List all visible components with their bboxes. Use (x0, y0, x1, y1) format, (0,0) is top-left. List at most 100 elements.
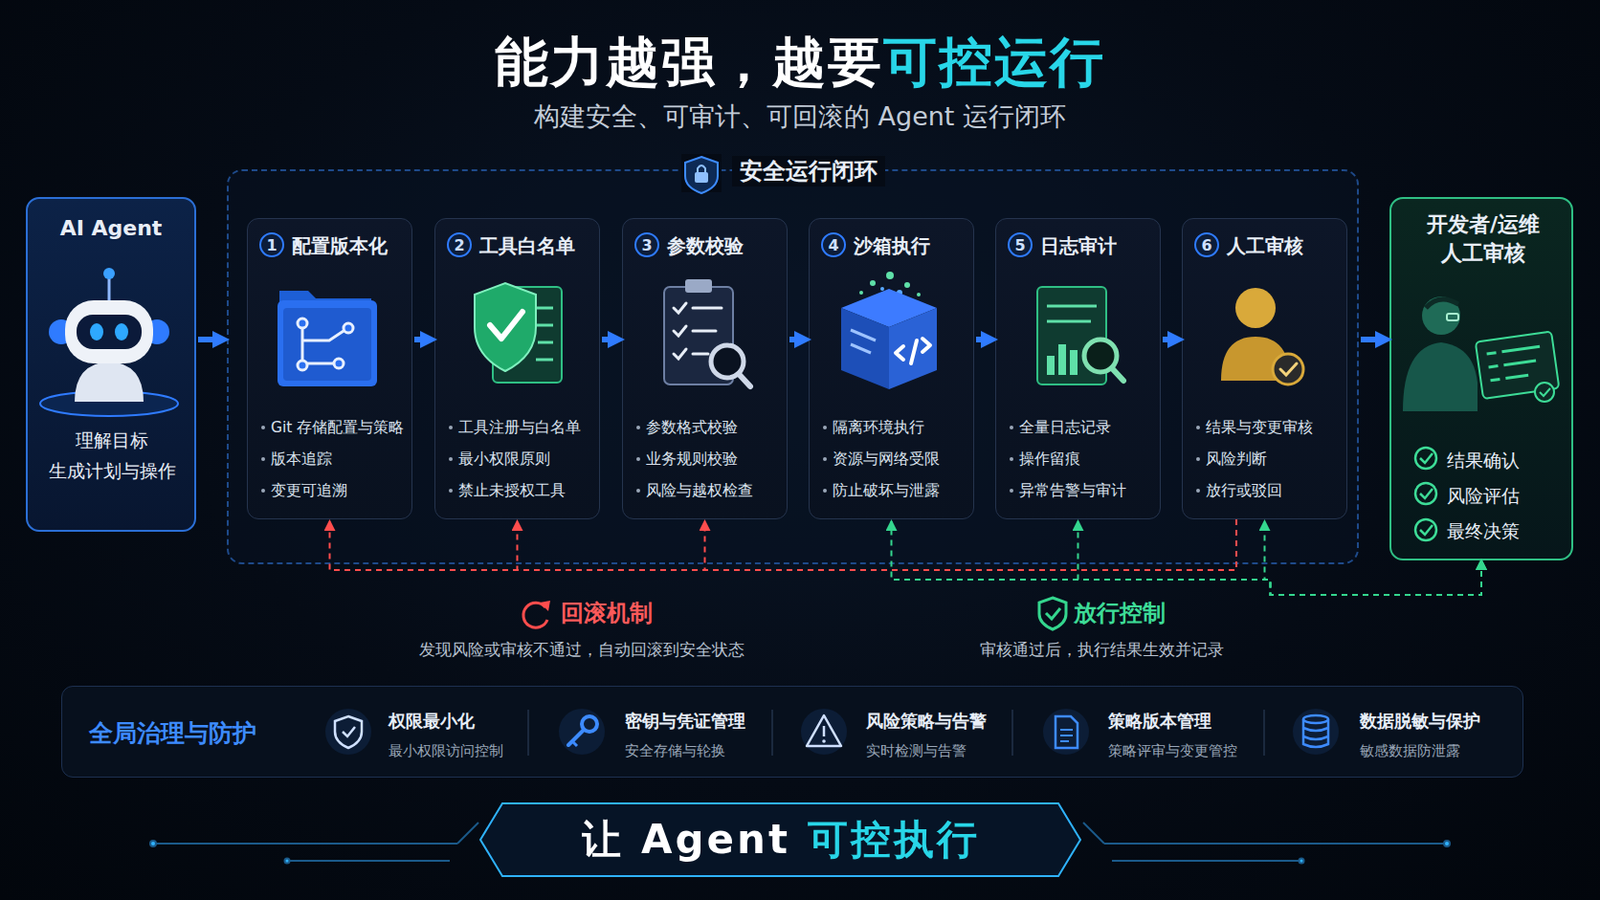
governance-icons (325, 709, 1339, 756)
step-card: 2 工具白名单工具注册与白名单最小权限原则禁止未授权工具 (434, 218, 600, 520)
step-bullet: 风险与越权检查 (645, 481, 754, 501)
step-bullet: Git 存储配置与策略 (270, 418, 404, 438)
node-text: 全局治理与防护 (88, 717, 257, 750)
step-number: 4 (821, 232, 846, 258)
step-title: 工具白名单 (479, 232, 576, 260)
reviewer-icon (1221, 288, 1304, 385)
node-text: 实时检测与告警 (866, 742, 967, 761)
node-text: 风险评估 (1446, 484, 1520, 508)
node-text: 让 Agent 可控执行 (580, 813, 979, 867)
diagram-title: 能力越强，越要可控运行 (494, 26, 1106, 100)
clipboard-icon (664, 279, 751, 387)
step-bullet: 操作留痕 (1019, 449, 1081, 469)
step-bullet: 全量日志记录 (1019, 418, 1112, 438)
bullet-dot (1196, 425, 1200, 430)
connector (198, 336, 222, 343)
folder-icon (277, 290, 378, 387)
bullet-dot (448, 425, 453, 430)
step-bullet: 风险判断 (1205, 449, 1267, 469)
step-number: 2 (446, 232, 472, 258)
step-number: 6 (1194, 232, 1220, 258)
step-bullet: 工具注册与白名单 (458, 418, 581, 438)
step-bullet: 隔离环境执行 (832, 418, 925, 438)
step-number: 5 (1007, 232, 1033, 258)
node-text: 结果确认 (1446, 448, 1520, 472)
sandbox-icon (841, 271, 937, 390)
robot-icon (40, 267, 178, 417)
bullet-dot (636, 457, 641, 462)
node-text: 密钥与凭证管理 (624, 710, 746, 734)
step-bullet: 放行或驳回 (1205, 481, 1283, 501)
release-icon (1039, 598, 1067, 630)
step-bullet: 结果与变更审核 (1205, 418, 1313, 438)
bullet-dot (261, 425, 266, 430)
node-text: 敏感数据防泄露 (1359, 742, 1461, 761)
slogan-banner: 让 Agent 可控执行 (479, 802, 1082, 878)
step-bullet: 防止破坏与泄露 (832, 481, 940, 501)
audit-icon (1037, 287, 1124, 385)
node-text: 理解目标 生成计划与操作 (35, 424, 189, 487)
bullet-dot (1009, 457, 1014, 462)
step-title: 日志审计 (1040, 232, 1117, 260)
node-text: 策略评审与变更管控 (1108, 742, 1238, 761)
bullet-dot (822, 425, 827, 430)
node-text: 最终决策 (1446, 519, 1520, 543)
step-bullet: 参数格式校验 (645, 418, 738, 438)
bullet-dot (822, 488, 827, 493)
bullet-dot (1009, 488, 1014, 493)
step-title: 参数校验 (666, 232, 744, 260)
step-card: 5 日志审计全量日志记录操作留痕异常告警与审计 (995, 218, 1161, 520)
node-text: 策略版本管理 (1108, 710, 1212, 734)
node-text: AI Agent (27, 216, 195, 241)
step-title: 沙箱执行 (853, 232, 931, 260)
step-number: 1 (259, 232, 285, 258)
node-text: 风险策略与告警 (866, 710, 987, 734)
operator-icon (1402, 296, 1559, 412)
human-review-box: 开发者/运维 人工审核结果确认风险评估最终决策 (1389, 197, 1574, 561)
bullet-dot (448, 488, 453, 493)
step-bullet: 资源与网络受限 (832, 449, 940, 469)
step-title: 人工审核 (1226, 232, 1304, 260)
rollback-icon (523, 600, 551, 628)
step-title: 配置版本化 (291, 232, 388, 260)
node-text: 权限最小化 (388, 710, 475, 734)
step-bullet: 禁止未授权工具 (458, 481, 566, 501)
bullet-dot (636, 425, 641, 430)
check-icons (1415, 447, 1437, 541)
bullet-dot (636, 488, 641, 493)
bullet-dot (448, 457, 453, 462)
node-text: 最小权限访问控制 (388, 742, 504, 761)
step-card: 4 沙箱执行隔离环境执行资源与网络受限防止破坏与泄露 (808, 218, 975, 520)
step-bullet: 异常告警与审计 (1019, 481, 1127, 501)
node-text: 安全存储与轮换 (624, 742, 726, 761)
node-text: 数据脱敏与保护 (1359, 710, 1481, 734)
note-label: 放行控制 (1073, 598, 1166, 629)
step-bullet: 最小权限原则 (458, 449, 551, 469)
circuit-lines (150, 822, 1450, 865)
bullet-dot (1196, 457, 1200, 462)
agent-box: AI Agent 理解目标 生成计划与操作 (25, 197, 197, 533)
step-card: 3参数校验参数格式校验业务规则校验风险与越权检查 (622, 218, 788, 520)
whitelist-icon (474, 283, 562, 383)
node-text: 安全运行闭环 (732, 155, 886, 187)
bullet-dot (261, 457, 266, 462)
diagram-caption: 构建安全、可审计、可回滚的 Agent 运行闭环 (533, 99, 1067, 134)
step-card: 1配置版本化 Git 存储配置与策略版本追踪变更可追溯 (246, 218, 413, 520)
bullet-dot (822, 457, 827, 462)
node-text: 开发者/运维 人工审核 (1421, 210, 1546, 268)
step-card: 6人工审核结果与变更审核风险判断放行或驳回 (1181, 218, 1348, 520)
step-bullet: 业务规则校验 (645, 449, 738, 469)
governance-band: 全局治理与防护 权限最小化最小权限访问控制 密钥与凭证管理安全存储与轮换 风险策略与告… (61, 686, 1524, 778)
banner-polygon (480, 803, 1081, 877)
note-label: 回滚机制 (560, 598, 653, 629)
note-label: 发现风险或审核不通过，自动回滚到安全状态 (419, 639, 745, 662)
step-bullet: 变更可追溯 (270, 481, 348, 501)
bullet-dot (1196, 488, 1200, 493)
step-bullet: 版本追踪 (270, 449, 333, 469)
bullet-dot (1009, 425, 1014, 430)
bullet-dot (261, 488, 266, 493)
step-number: 3 (634, 232, 660, 258)
connector (1360, 336, 1384, 343)
